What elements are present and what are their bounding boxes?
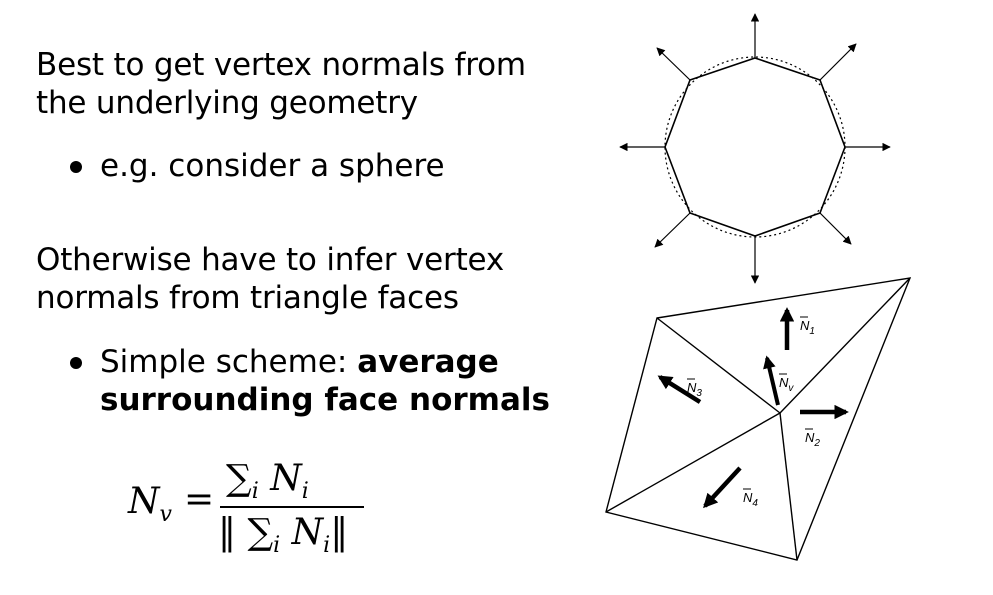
paragraph-line: normals from triangle faces xyxy=(36,280,459,316)
mesh-edge xyxy=(779,412,798,561)
mesh-edge xyxy=(779,277,911,414)
paragraph-line: the underlying geometry xyxy=(36,85,418,121)
label-n3: N3 xyxy=(687,380,702,399)
mesh-edge xyxy=(656,317,781,414)
paragraph-line: Best to get vertex normals from xyxy=(36,47,526,83)
vertex-normal-nv-arrow xyxy=(763,355,780,406)
triangle-mesh-diagram: N1 N2 N3 N4 Nv xyxy=(605,277,912,561)
label-n4: N4 xyxy=(743,490,758,509)
bullet-prefix: Simple scheme: xyxy=(100,344,358,380)
mesh-edge xyxy=(605,412,781,513)
formula-equals: = xyxy=(184,479,215,520)
vertex-normal-arrow xyxy=(819,212,852,245)
polygon-approximation xyxy=(664,57,846,237)
formula-denominator: ‖ ∑i Ni‖ xyxy=(218,512,349,559)
vertex-normal-arrow xyxy=(819,43,857,81)
vertex-normal-arrow xyxy=(656,47,691,81)
paragraph-line: Otherwise have to infer vertex xyxy=(36,242,504,278)
formula-lhs: Nv xyxy=(128,481,172,528)
face-normal-n3-arrow xyxy=(657,375,702,404)
normal-average-formula: Nv = ∑i Ni ‖ ∑i Ni‖ xyxy=(122,458,382,559)
sphere-outline xyxy=(664,56,846,238)
face-normal-n4-arrow xyxy=(703,466,742,509)
bullet-text: e.g. consider a sphere xyxy=(100,148,445,184)
paragraph-vertex-normals-geometry: Best to get vertex normals from the unde… xyxy=(36,46,526,122)
vertex-normal-arrow xyxy=(654,212,691,248)
label-n1: N1 xyxy=(800,318,815,337)
paragraph-infer-normals: Otherwise have to infer vertex normals f… xyxy=(36,241,504,317)
sphere-normals-diagram xyxy=(619,13,891,284)
bullet-bold-text: average xyxy=(357,344,499,380)
formula-fraction-bar xyxy=(220,506,364,508)
bullet-dot xyxy=(70,161,82,173)
bullet-simple-scheme: Simple scheme: average surrounding face … xyxy=(70,343,550,419)
bullet-text: Simple scheme: average surrounding face … xyxy=(70,343,550,419)
label-nv: Nv xyxy=(779,375,794,394)
bullet-bold-text: surrounding face normals xyxy=(100,382,550,418)
formula-numerator: ∑i Ni xyxy=(226,458,309,505)
bullet-consider-sphere: e.g. consider a sphere xyxy=(70,147,445,185)
mesh-outline xyxy=(605,277,912,561)
label-n2: N2 xyxy=(805,430,820,449)
bullet-dot xyxy=(70,357,82,369)
